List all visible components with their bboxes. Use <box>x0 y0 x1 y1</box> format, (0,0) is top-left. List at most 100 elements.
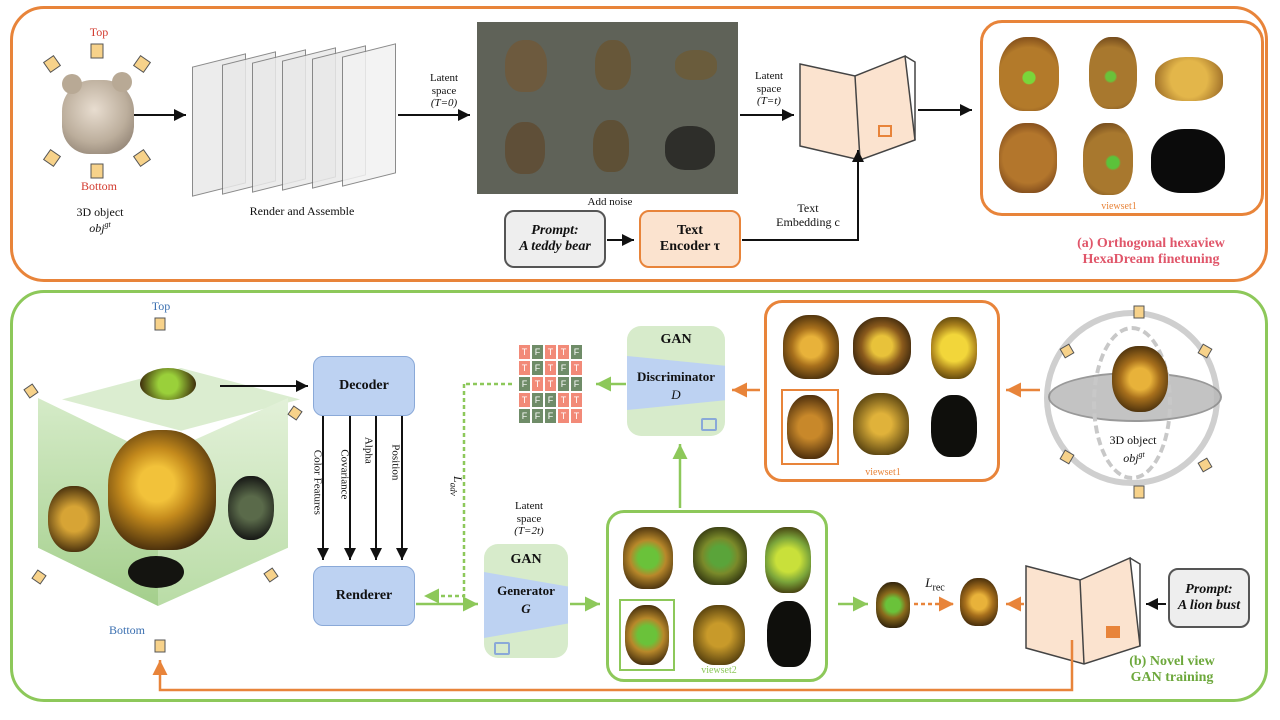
latent-t-line2: space <box>756 82 782 95</box>
teddy-ear-right <box>112 72 132 92</box>
tf-cell: F <box>531 344 544 360</box>
panel-a-caption-line2: HexaDream finetuning <box>1082 252 1220 268</box>
latent0-line1: Latent <box>429 72 459 84</box>
panel-a-output-box: viewset1 <box>980 20 1264 216</box>
teddy-ear-left <box>62 74 82 94</box>
discriminator-title: GAN <box>660 332 692 347</box>
tf-cell: T <box>570 408 583 424</box>
object-b-var-text: obj <box>1123 451 1139 465</box>
panel-a-object-label: 3D object <box>76 205 124 219</box>
generator-line1: Generator <box>497 583 555 598</box>
latent-t-line1: Latent <box>754 70 784 82</box>
lion-gen-view-3 <box>765 527 811 593</box>
lion-gen-view-1 <box>623 527 673 589</box>
l-rec-text: L <box>925 575 933 590</box>
lion-view-4 <box>787 395 833 459</box>
discriminator-box: GAN Discriminator D <box>627 326 725 436</box>
text-encoder-box: Text Encoder τ <box>639 210 741 268</box>
bear-view-6 <box>1151 129 1225 193</box>
panel-a-object-var: objgt <box>70 220 130 236</box>
noisy-bear-5 <box>593 120 629 172</box>
noisy-latent-image <box>477 22 738 194</box>
render-assemble-label: Render and Assemble <box>249 204 355 218</box>
panel-b-object-label: 3D object <box>1109 433 1157 447</box>
l-adv-text: L <box>450 476 465 483</box>
noisy-bear-3 <box>675 50 717 80</box>
latent0-line2: space <box>431 84 457 97</box>
panel-a-bottom-label: Bottom <box>80 179 117 193</box>
lion-view-2 <box>853 317 911 375</box>
latent0-line3: (T=0) <box>430 97 458 110</box>
renderer-box: Renderer <box>313 566 415 626</box>
latent2t-line1: Latent <box>514 500 544 512</box>
lion-right-view <box>228 476 274 540</box>
generator-line2: G <box>521 601 531 616</box>
decoder-box: Decoder <box>313 356 415 416</box>
render-plane-6 <box>342 43 396 187</box>
tf-cell: T <box>531 376 544 392</box>
tf-cell: T <box>557 408 570 424</box>
viewset1-b-label: viewset1 <box>865 467 901 478</box>
object-sphere-ring <box>1092 326 1172 480</box>
noisy-bear-1 <box>505 40 547 92</box>
lion-view-1 <box>783 315 839 379</box>
object-var-text: obj <box>89 221 105 235</box>
tf-cell: T <box>557 392 570 408</box>
text-embedding-label: Text Embedding c <box>766 201 850 230</box>
tf-cell: F <box>544 408 557 424</box>
viewset1-b-box: viewset1 <box>764 300 1000 482</box>
discriminator-band <box>627 356 725 410</box>
generator-box: GAN Generator G <box>484 544 568 658</box>
noisy-bear-4 <box>505 122 545 174</box>
latent-space-t-label: Latent space (T=t) <box>744 70 794 108</box>
tf-cell: F <box>531 360 544 376</box>
viewset2-box: viewset2 <box>606 510 828 682</box>
lion-left-view <box>48 486 100 552</box>
lion-gen-view-5 <box>693 605 745 665</box>
panel-b-frame <box>10 290 1268 702</box>
tf-cell: T <box>544 376 557 392</box>
feature-alpha: Alpha <box>362 436 375 464</box>
lion-view-highlight <box>781 389 839 465</box>
tf-cell: F <box>557 360 570 376</box>
prompt-a-text: A teddy bear <box>519 239 591 254</box>
lion-view-3 <box>931 317 977 379</box>
l-rec-label: Lrec <box>912 575 958 594</box>
discriminator-line2: D <box>671 387 681 402</box>
discriminator-lock-icon <box>701 418 717 431</box>
latent2t-line3: (T=2t) <box>514 525 544 538</box>
noisy-bear-6 <box>665 126 715 170</box>
bear-view-1 <box>999 37 1059 111</box>
panel-b-object-var: objgt <box>1104 450 1164 466</box>
latent-space-t0-label: Latent space (T=0) <box>420 72 468 110</box>
panel-a-frame <box>10 6 1268 282</box>
tf-cell: F <box>570 344 583 360</box>
latent-t-line3: (T=t) <box>757 95 781 108</box>
noisy-bear-2 <box>595 40 631 90</box>
bear-view-3 <box>1155 57 1223 101</box>
prompt-b-text: A lion bust <box>1177 598 1241 613</box>
lion-view-5 <box>853 393 909 455</box>
viewset2-label: viewset2 <box>701 665 737 676</box>
tf-cell: T <box>518 344 531 360</box>
tf-cell: F <box>570 376 583 392</box>
panel-a-caption: (a) Orthogonal hexaview HexaDream finetu… <box>1056 236 1246 268</box>
panel-a-caption-line1: (a) Orthogonal hexaview <box>1077 236 1225 251</box>
generator-title: GAN <box>510 552 542 567</box>
panel-b-bottom-label: Bottom <box>108 623 145 637</box>
lion-view-6 <box>931 395 977 457</box>
prompt-b-label: Prompt: <box>1185 582 1233 597</box>
prompt-a-label: Prompt: <box>531 223 579 238</box>
object-b-var-sup: gt <box>1138 450 1145 459</box>
latent2t-line2: space <box>516 512 542 525</box>
text-embed-line2: Embedding c <box>776 214 840 229</box>
tf-cell: T <box>518 360 531 376</box>
tf-cell: T <box>570 392 583 408</box>
tf-cell: F <box>518 376 531 392</box>
lion-small-green <box>876 582 910 628</box>
l-rec-sub: rec <box>932 582 945 594</box>
hexadream-a-label: HexaDream <box>820 101 894 116</box>
panel-b-caption-line2: GAN training <box>1130 670 1214 686</box>
lion-top-view <box>140 368 196 400</box>
